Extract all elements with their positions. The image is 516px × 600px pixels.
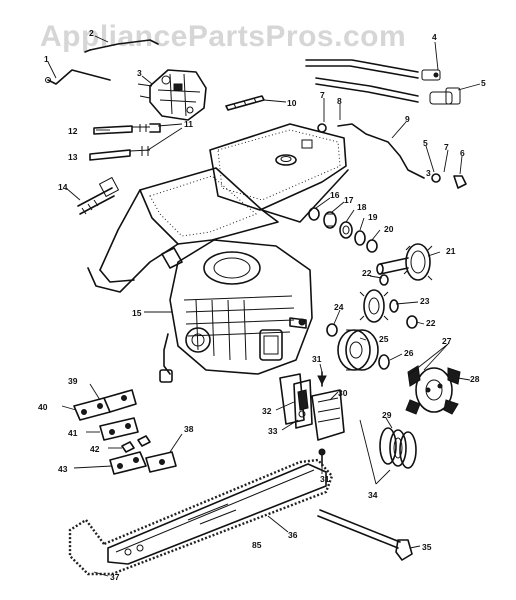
callout-21: 21 xyxy=(446,246,456,256)
callout-43: 43 xyxy=(58,464,68,474)
callout-26: 26 xyxy=(404,348,414,358)
callout-32: 32 xyxy=(262,406,272,416)
callout-3: 3 xyxy=(137,68,142,78)
callout-22: 22 xyxy=(362,268,372,278)
callout-85: 85 xyxy=(252,540,262,550)
callout-11: 11 xyxy=(184,119,193,129)
callout-23: 23 xyxy=(420,296,430,306)
part-21-drive-gear xyxy=(376,243,433,281)
callout-29: 29 xyxy=(382,410,392,420)
part-30-chain-guard xyxy=(311,389,345,441)
housing-shroud xyxy=(87,123,349,293)
callout-24: 24 xyxy=(334,302,344,312)
callout-41: 41 xyxy=(68,428,78,438)
callout-1: 1 xyxy=(44,54,49,64)
part-27-28-clutch-assembly xyxy=(405,365,461,415)
callout-25: 25 xyxy=(379,334,389,344)
callout-37: 37 xyxy=(110,572,120,582)
callout-2: 2 xyxy=(89,28,94,38)
callout-40: 40 xyxy=(38,402,48,412)
callout-5b: 5 xyxy=(423,138,428,148)
callout-6: 6 xyxy=(460,148,465,158)
part-14-bolt xyxy=(77,176,120,215)
part-29-clutch-springs xyxy=(379,427,417,469)
part-6-7-8-9-fittings xyxy=(317,123,467,189)
part-16-17-18-washers xyxy=(308,207,353,239)
callout-12: 12 xyxy=(68,126,78,136)
callout-3b: 3 xyxy=(426,168,431,178)
callout-14: 14 xyxy=(58,182,68,192)
callout-13: 13 xyxy=(68,152,78,162)
part-24-washer xyxy=(326,323,338,337)
callout-20: 20 xyxy=(384,224,394,234)
callout-9: 9 xyxy=(405,114,410,124)
callout-33: 33 xyxy=(268,426,278,436)
callout-5: 5 xyxy=(481,78,486,88)
part-3-carburetor xyxy=(137,69,207,121)
part-38-43-drive-links xyxy=(109,451,177,475)
callout-16: 16 xyxy=(330,190,340,200)
part-42-rivets xyxy=(121,435,151,453)
part-26-clutch-washer xyxy=(378,354,390,370)
part-11-12-screws xyxy=(93,123,161,135)
callout-15: 15 xyxy=(132,308,142,318)
callout-27: 27 xyxy=(442,336,452,346)
callout-4: 4 xyxy=(432,32,437,42)
callout-38: 38 xyxy=(184,424,194,434)
part-37-saw-chain xyxy=(68,458,334,576)
callout-19: 19 xyxy=(368,212,378,222)
part-1-throttle-rod xyxy=(45,69,111,85)
watermark-text: AppliancePartsPros.com xyxy=(40,20,406,53)
part-25-clutch-drum xyxy=(337,329,379,371)
part-32-33-brake-pads xyxy=(279,373,313,429)
callout-17: 17 xyxy=(344,195,354,205)
callout-30: 30 xyxy=(338,388,348,398)
callout-31: 31 xyxy=(312,354,322,364)
callout-7: 7 xyxy=(320,90,325,100)
engine-block xyxy=(159,239,313,383)
part-35-wrench xyxy=(317,509,413,561)
part-4-5-tube-assembly xyxy=(305,59,461,105)
part-10-pin xyxy=(225,95,265,111)
callout-8: 8 xyxy=(337,96,342,106)
callout-36: 36 xyxy=(288,530,298,540)
callout-28: 28 xyxy=(470,374,480,384)
callout-35: 35 xyxy=(422,542,432,552)
callout-22b: 22 xyxy=(426,318,436,328)
callout-18: 18 xyxy=(357,202,367,212)
part-31-screws xyxy=(317,371,327,467)
callout-34: 34 xyxy=(368,490,378,500)
part-13-screw xyxy=(89,146,151,161)
callout-42: 42 xyxy=(90,444,100,454)
callout-39: 39 xyxy=(68,376,78,386)
callout-7b: 7 xyxy=(444,142,449,152)
callout-10: 10 xyxy=(287,98,297,108)
part-39-40-chain-cutters xyxy=(73,389,137,421)
part-2-rod xyxy=(84,39,159,53)
leader-lines xyxy=(47,35,481,577)
part-41-tie-strap xyxy=(99,417,139,441)
part-22-23-sprocket xyxy=(359,274,418,329)
part-36-guide-bar xyxy=(107,463,327,565)
callout-31b: 31 xyxy=(320,474,330,484)
callout-numbers: 1 2 3 4 5 10 11 12 13 14 15 7 8 9 5 7 6 … xyxy=(38,28,486,582)
part-19-20-spacers xyxy=(354,230,378,253)
